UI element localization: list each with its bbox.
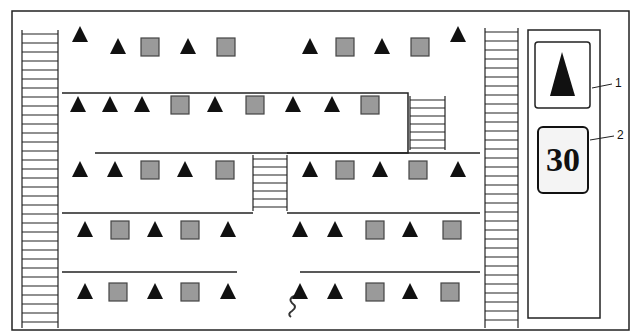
square-token — [216, 161, 234, 179]
ladder — [22, 30, 58, 328]
square-token — [246, 96, 264, 114]
square-token — [111, 221, 129, 239]
triangle-token — [374, 38, 390, 54]
ladder — [253, 155, 287, 211]
leader-line — [592, 84, 612, 88]
ladder — [485, 28, 518, 328]
triangle-token — [72, 26, 88, 42]
square-token — [181, 221, 199, 239]
square-token — [411, 38, 429, 56]
leader-line — [590, 136, 614, 140]
square-token — [336, 161, 354, 179]
triangle-token — [177, 161, 193, 177]
square-token — [171, 96, 189, 114]
triangle-token — [147, 283, 163, 299]
square-token — [409, 161, 427, 179]
triangle-token — [207, 96, 223, 112]
triangle-token — [107, 161, 123, 177]
corridor-walls — [62, 93, 480, 272]
square-token — [109, 283, 127, 301]
triangle-token — [372, 161, 388, 177]
triangle-token — [327, 221, 343, 237]
triangle-token — [134, 96, 150, 112]
triangle-token — [285, 96, 301, 112]
triangle-token — [292, 283, 308, 299]
sample-triangle — [550, 52, 575, 96]
triangle-token — [324, 96, 340, 112]
triangle-token — [77, 283, 93, 299]
square-token — [366, 221, 384, 239]
triangle-token — [302, 38, 318, 54]
square-token — [141, 38, 159, 56]
triangle-token — [292, 221, 308, 237]
square-token — [366, 283, 384, 301]
number-text: 30 — [546, 143, 580, 177]
square-token — [181, 283, 199, 301]
square-token — [441, 283, 459, 301]
triangle-token — [180, 38, 196, 54]
triangle-token — [302, 161, 318, 177]
square-token — [217, 38, 235, 56]
ladder — [410, 96, 445, 150]
triangle-token — [77, 221, 93, 237]
triangle-token — [102, 96, 118, 112]
board-frame — [12, 11, 629, 330]
triangle-token — [220, 283, 236, 299]
triangle-token — [450, 161, 466, 177]
side-panel — [528, 30, 600, 318]
number-box: 30 — [537, 126, 589, 194]
triangle-token — [450, 26, 466, 42]
square-token — [443, 221, 461, 239]
triangle-token — [327, 283, 343, 299]
triangle-token — [70, 96, 86, 112]
triangle-token — [402, 283, 418, 299]
callout-number: 1 — [615, 77, 622, 89]
sample-frame — [535, 42, 590, 108]
square-token — [141, 161, 159, 179]
figure-start — [289, 296, 295, 317]
triangle-token — [72, 161, 88, 177]
triangle-token — [402, 221, 418, 237]
square-token — [336, 38, 354, 56]
triangle-token — [220, 221, 236, 237]
triangle-token — [147, 221, 163, 237]
square-token — [361, 96, 379, 114]
callout-number: 2 — [617, 129, 624, 141]
triangle-token — [110, 38, 126, 54]
